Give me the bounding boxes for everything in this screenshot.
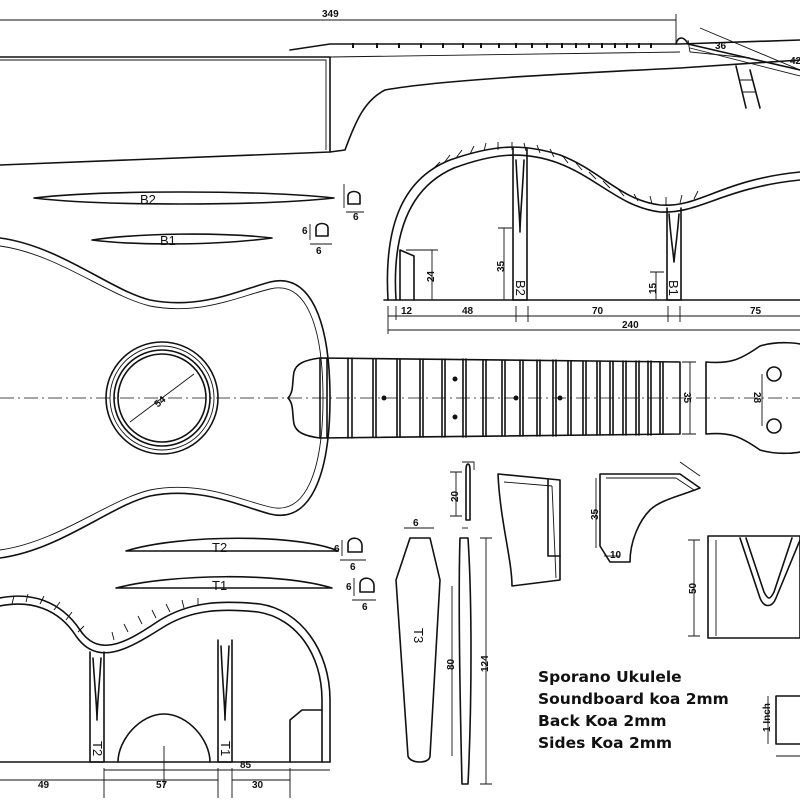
title-block: Sporano Ukulele Soundboard koa 2mm Back … xyxy=(538,668,729,752)
tail-block: 50 xyxy=(688,535,800,639)
side-profile-back: B2 B1 24 35 15 xyxy=(383,142,800,301)
brace-t1: T1 xyxy=(115,575,333,593)
dim-6-t3: 6 xyxy=(413,518,419,529)
dim-15: 15 xyxy=(648,282,659,294)
dim-6f: 6 xyxy=(346,582,352,593)
dim-42-label: 42 xyxy=(790,56,800,67)
brace-section-b1: 6 6 xyxy=(302,222,332,257)
neck-side-profile xyxy=(0,37,800,166)
heel-block-detail: 20 xyxy=(450,461,475,521)
back-brace-b2: B2 xyxy=(512,147,528,301)
headstock: 28 xyxy=(705,341,800,455)
dim-12: 12 xyxy=(401,306,413,317)
neck-heel-detail: 35 10 xyxy=(590,461,701,563)
dim-49: 49 xyxy=(38,780,50,791)
dim-6b: 6 xyxy=(302,226,308,237)
brace-b1: B1 xyxy=(91,233,273,248)
dim-6a: 6 xyxy=(353,212,359,223)
top-brace-t2-side: T2 xyxy=(89,651,105,763)
dimension-42: 42 xyxy=(699,27,800,71)
title-line-4: Sides Koa 2mm xyxy=(538,734,672,752)
back-brace-b1: B1 xyxy=(666,207,682,301)
side-b1-label: B1 xyxy=(666,280,681,296)
brace-t2: T2 xyxy=(125,537,339,555)
dim-124: 124 xyxy=(480,655,491,672)
dim-75: 75 xyxy=(750,306,762,317)
dim-20: 20 xyxy=(450,490,461,502)
dim-80: 80 xyxy=(446,658,457,670)
fretboard: 35 xyxy=(287,357,696,439)
dim-240: 240 xyxy=(622,320,639,331)
frets xyxy=(347,357,664,439)
scale-reference: 1 Inch xyxy=(762,695,800,757)
scale-label: 1 Inch xyxy=(762,703,773,732)
dimension-36: 36 xyxy=(687,39,751,59)
dim-349-label: 349 xyxy=(322,9,339,20)
dim-6c: 6 xyxy=(316,246,322,257)
dim-35-nut: 35 xyxy=(681,392,692,404)
title-line-2: Soundboard koa 2mm xyxy=(538,690,729,708)
brace-t3: 6 T3 80 124 xyxy=(395,518,492,785)
dim-30: 30 xyxy=(252,780,264,791)
dimension-row-back: 12 48 70 75 240 xyxy=(387,306,800,334)
side-t1-label: T1 xyxy=(218,741,233,756)
dim-6g: 6 xyxy=(362,602,368,613)
dimension-349: 349 xyxy=(0,9,677,44)
brace-b2-label: B2 xyxy=(140,192,156,207)
brace-section-b2: 6 xyxy=(343,184,364,223)
dim-70: 70 xyxy=(592,306,604,317)
dim-6d: 6 xyxy=(334,544,340,555)
neck-block-side xyxy=(497,473,561,587)
brace-section-t1: 6 6 xyxy=(346,577,376,613)
side-t2-label: T2 xyxy=(90,741,105,756)
dim-50: 50 xyxy=(688,582,699,594)
brace-t1-label: T1 xyxy=(212,578,227,593)
brace-t3-label: T3 xyxy=(411,628,426,643)
title-line-3: Back Koa 2mm xyxy=(538,712,667,730)
fret-marks xyxy=(352,43,652,48)
dim-35-block: 35 xyxy=(590,508,601,520)
dim-57: 57 xyxy=(156,780,168,791)
brace-b2: B2 xyxy=(33,191,335,207)
title-line-1: Sporano Ukulele xyxy=(538,668,682,686)
side-profile-top: T2 T1 49 57 85 30 xyxy=(0,593,331,798)
dim-85: 85 xyxy=(240,760,252,771)
top-brace-t1-side: T1 xyxy=(217,639,233,763)
dim-36-label: 36 xyxy=(715,41,727,52)
dim-24: 24 xyxy=(426,270,437,282)
dim-48: 48 xyxy=(462,306,474,317)
brace-section-t2: 6 6 xyxy=(334,537,366,573)
dim-28: 28 xyxy=(751,392,762,404)
dim-10: 10 xyxy=(610,550,622,561)
brace-t2-label: T2 xyxy=(212,540,227,555)
brace-b1-label: B1 xyxy=(160,233,176,248)
side-b2-label: B2 xyxy=(513,280,528,296)
fret-markers xyxy=(381,376,563,420)
dim-6e: 6 xyxy=(350,562,356,573)
dim-35-side: 35 xyxy=(496,260,507,272)
